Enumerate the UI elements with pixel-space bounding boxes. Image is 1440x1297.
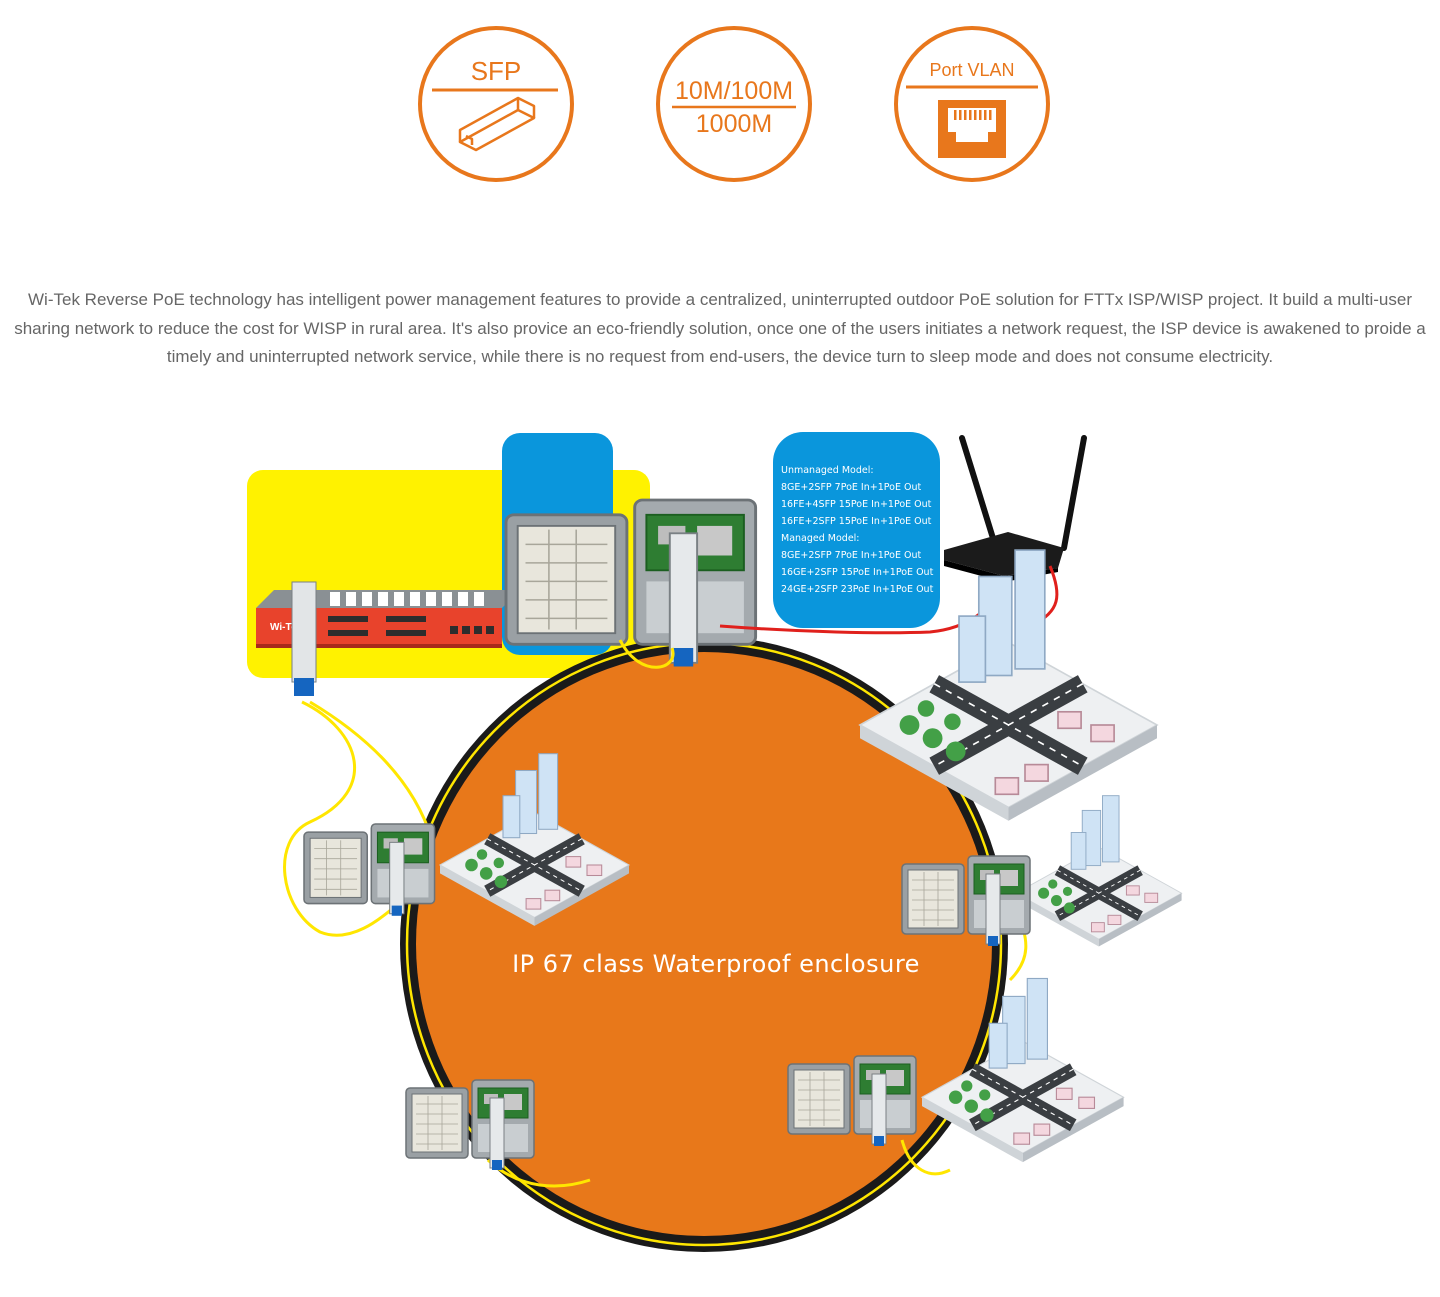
sfp-badge: SFP <box>416 24 576 184</box>
model-line-3: 16FE+4SFP 15PoE In+1PoE Out <box>781 499 932 510</box>
city-block-right <box>1016 796 1182 947</box>
intro-paragraph: Wi-Tek Reverse PoE technology has intell… <box>14 290 1426 366</box>
ethernet-port-icon <box>938 100 1006 158</box>
model-line-2: 8GE+2SFP 7PoE In+1PoE Out <box>781 482 921 493</box>
speed-label-bottom: 1000M <box>696 110 772 138</box>
feature-badges: SFP 10M/100M 1000M Port VLAN <box>0 24 1440 190</box>
model-line-5: Managed Model: <box>781 533 860 544</box>
wifi-router-icon <box>944 435 1087 582</box>
model-line-8: 24GE+2SFP 23PoE In+1PoE Out <box>781 584 934 595</box>
sfp-module-icon <box>458 96 536 152</box>
sfp-label: SFP <box>471 56 522 86</box>
network-diagram: IP 67 class Waterproof enclosure Wi-Tek <box>0 420 1440 1280</box>
speed-badge: 10M/100M 1000M <box>654 24 814 184</box>
speed-label-top: 10M/100M <box>675 77 793 105</box>
vlan-badge: Port VLAN <box>892 24 1052 184</box>
switch-brand: Wi-Tek <box>270 622 302 633</box>
model-spec-panel: Unmanaged Model: 8GE+2SFP 7PoE In+1PoE O… <box>773 432 940 628</box>
model-line-7: 16GE+2SFP 15PoE In+1PoE Out <box>781 567 934 578</box>
enclosure-left <box>303 823 436 917</box>
model-line-6: 8GE+2SFP 7PoE In+1PoE Out <box>781 550 921 561</box>
vlan-label: Port VLAN <box>929 60 1014 80</box>
fiber-switch: Wi-Tek <box>256 581 520 696</box>
model-line-1: Unmanaged Model: <box>781 465 874 476</box>
model-line-4: 16FE+2SFP 15PoE In+1PoE Out <box>781 516 932 527</box>
ring-label: IP 67 class Waterproof enclosure <box>512 950 920 978</box>
